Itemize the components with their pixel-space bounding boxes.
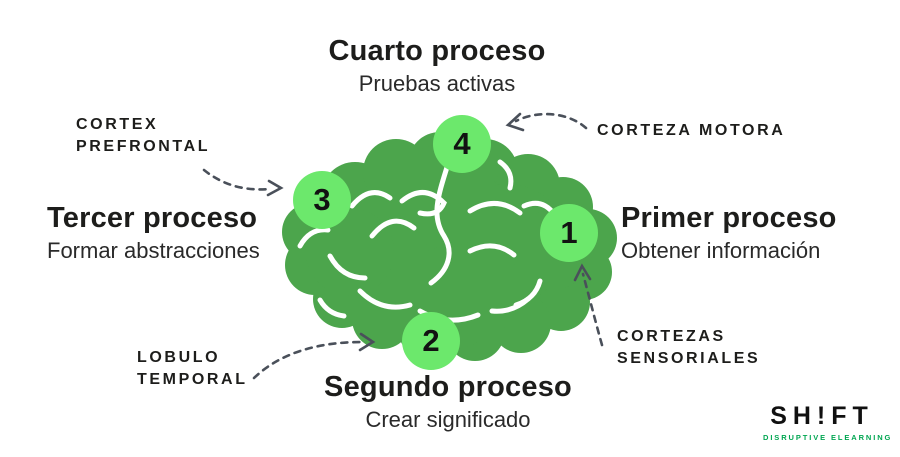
marker-process-4: 4: [433, 115, 491, 173]
marker-process-1: 1: [540, 204, 598, 262]
cortezas-sensoriales-line1: CORTEZAS: [617, 328, 726, 345]
arrow-cortezas-sensoriales: [573, 263, 604, 347]
primer-proceso-title: Primer proceso: [621, 202, 837, 234]
shift-logo: SH!FT DISRUPTIVE ELEARNING: [763, 402, 893, 443]
marker-process-2: 2: [402, 312, 460, 370]
label-cortex-prefrontal: CORTEX PREFRONTAL: [76, 114, 210, 158]
corteza-motora-text: CORTEZA MOTORA: [597, 122, 786, 139]
block-segundo-proceso: Segundo proceso Crear significado: [298, 372, 598, 433]
block-primer-proceso: Primer proceso Obtener información: [621, 203, 837, 264]
marker-process-3: 3: [293, 171, 351, 229]
segundo-proceso-title: Segundo proceso: [324, 371, 572, 403]
tercer-proceso-title: Tercer proceso: [47, 202, 258, 234]
cortex-prefrontal-line2: PREFRONTAL: [76, 138, 211, 156]
marker-4-number: 4: [453, 126, 471, 161]
arrow-lobulo-temporal: [252, 332, 376, 380]
arrow-cortex-prefrontal: [202, 168, 284, 197]
arrow-corteza-motora: [505, 112, 588, 132]
cortezas-sensoriales-line2: SENSORIALES: [617, 350, 761, 368]
lobulo-temporal-line2: TEMPORAL: [137, 371, 248, 389]
cortex-prefrontal-line1: CORTEX: [76, 116, 159, 133]
block-tercer-proceso: Tercer proceso Formar abstracciones: [47, 203, 260, 264]
marker-1-number: 1: [560, 215, 578, 250]
shift-logo-tagline: DISRUPTIVE ELEARNING: [763, 433, 893, 442]
cuarto-proceso-subtitle: Pruebas activas: [358, 70, 516, 96]
label-cortezas-sensoriales: CORTEZAS SENSORIALES: [617, 326, 760, 370]
block-cuarto-proceso: Cuarto proceso Pruebas activas: [287, 36, 587, 97]
lobulo-temporal-line1: LOBULO: [137, 349, 221, 366]
label-lobulo-temporal: LOBULO TEMPORAL: [137, 347, 248, 391]
tercer-proceso-subtitle: Formar abstracciones: [47, 237, 260, 263]
segundo-proceso-subtitle: Crear significado: [365, 406, 531, 432]
label-corteza-motora: CORTEZA MOTORA: [597, 120, 785, 142]
shift-logo-wordmark: SH!FT: [770, 402, 874, 430]
pointer-arrows: [202, 112, 604, 380]
primer-proceso-subtitle: Obtener información: [621, 237, 821, 263]
marker-2-number: 2: [422, 323, 440, 358]
cuarto-proceso-title: Cuarto proceso: [328, 35, 546, 67]
marker-3-number: 3: [313, 182, 331, 217]
